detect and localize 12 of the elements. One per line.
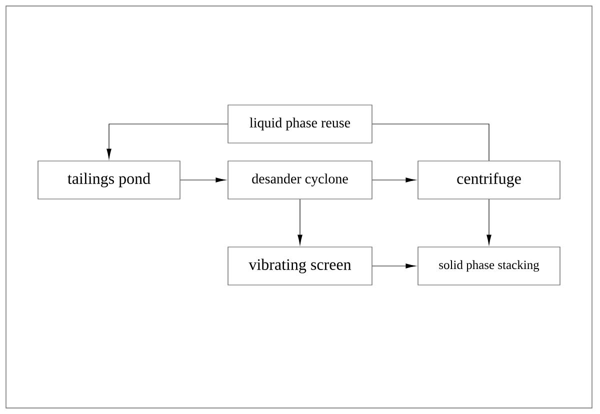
process-box: centrifuge (418, 160, 560, 200)
process-box: vibrating screen (228, 246, 372, 286)
arrow (106, 124, 228, 159)
arrow (372, 178, 416, 182)
process-box: solid phase stacking (418, 246, 560, 286)
arrow (486, 199, 492, 245)
process-box: liquid phase reuse (228, 104, 372, 144)
process-box: tailings pond (38, 160, 180, 200)
arrow (298, 199, 302, 245)
arrow (372, 264, 416, 268)
arrow (180, 178, 226, 182)
process-box: desander cyclone (228, 160, 372, 200)
